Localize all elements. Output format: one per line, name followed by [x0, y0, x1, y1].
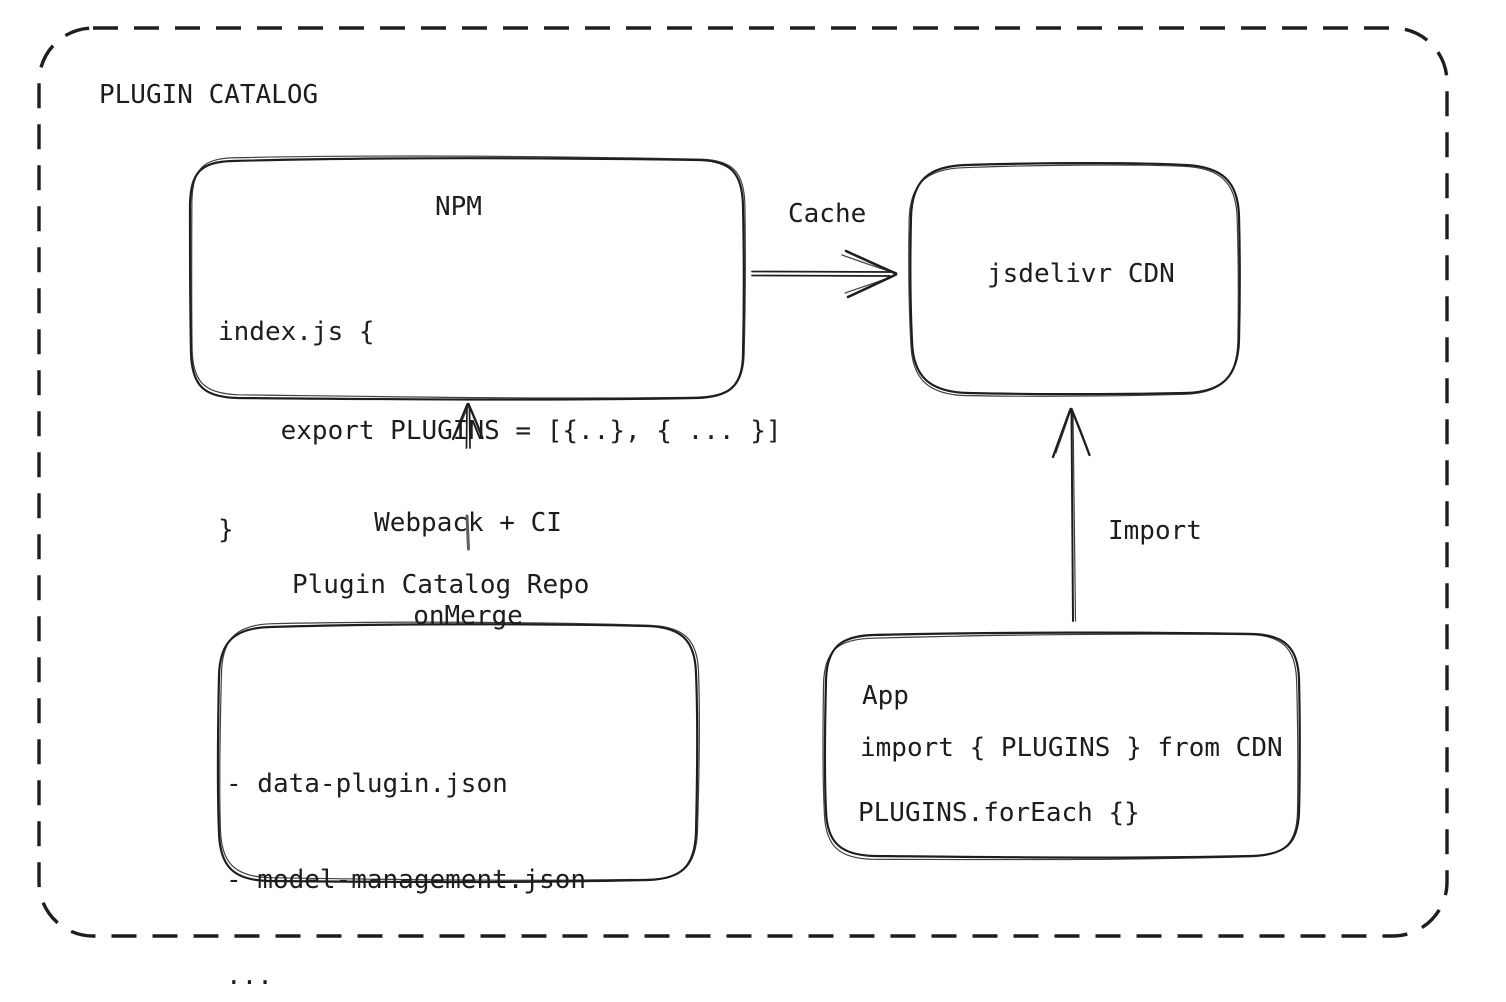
cache-arrow — [751, 249, 898, 299]
cdn-box-outline — [908, 162, 1241, 397]
app-code-line: PLUGINS.forEach {} — [858, 798, 1140, 828]
npm-code-block: index.js { export PLUGINS = [{..}, { ...… — [218, 250, 782, 613]
import-arrow — [1051, 407, 1091, 622]
plugin-catalog-dashed-border — [37, 26, 1449, 938]
build-arrow — [451, 402, 484, 449]
build-edge-label-line: onMerge — [413, 601, 523, 631]
app-code-line: import { PLUGINS } from CDN — [860, 733, 1283, 763]
repo-box-outline — [216, 621, 700, 884]
repo-file-item: - model-management.json — [226, 865, 587, 895]
repo-file-item: ... — [226, 961, 273, 991]
cdn-box-label: jsdelivr CDN — [987, 259, 1175, 289]
npm-box-outline — [188, 155, 746, 401]
npm-box-title: NPM — [435, 192, 482, 222]
diagram-title: PLUGIN CATALOG — [99, 80, 319, 110]
build-connector-line — [465, 514, 470, 551]
repo-file-list: - data-plugin.json - model-management.js… — [226, 704, 586, 1002]
repo-box-title: Plugin Catalog Repo — [292, 570, 590, 600]
app-box-outline — [822, 631, 1301, 861]
npm-code-line: export PLUGINS = [{..}, { ... }] — [218, 416, 782, 446]
app-box-title: App — [862, 681, 909, 711]
build-edge-label-line: Webpack + CI — [374, 508, 562, 538]
npm-code-line: index.js { — [218, 317, 375, 347]
import-edge-label: Import — [1108, 516, 1202, 546]
repo-file-item: - data-plugin.json — [226, 769, 508, 799]
npm-code-line: } — [218, 515, 234, 545]
cache-edge-label: Cache — [788, 199, 867, 229]
build-edge-label: Webpack + CI onMerge — [328, 446, 608, 694]
